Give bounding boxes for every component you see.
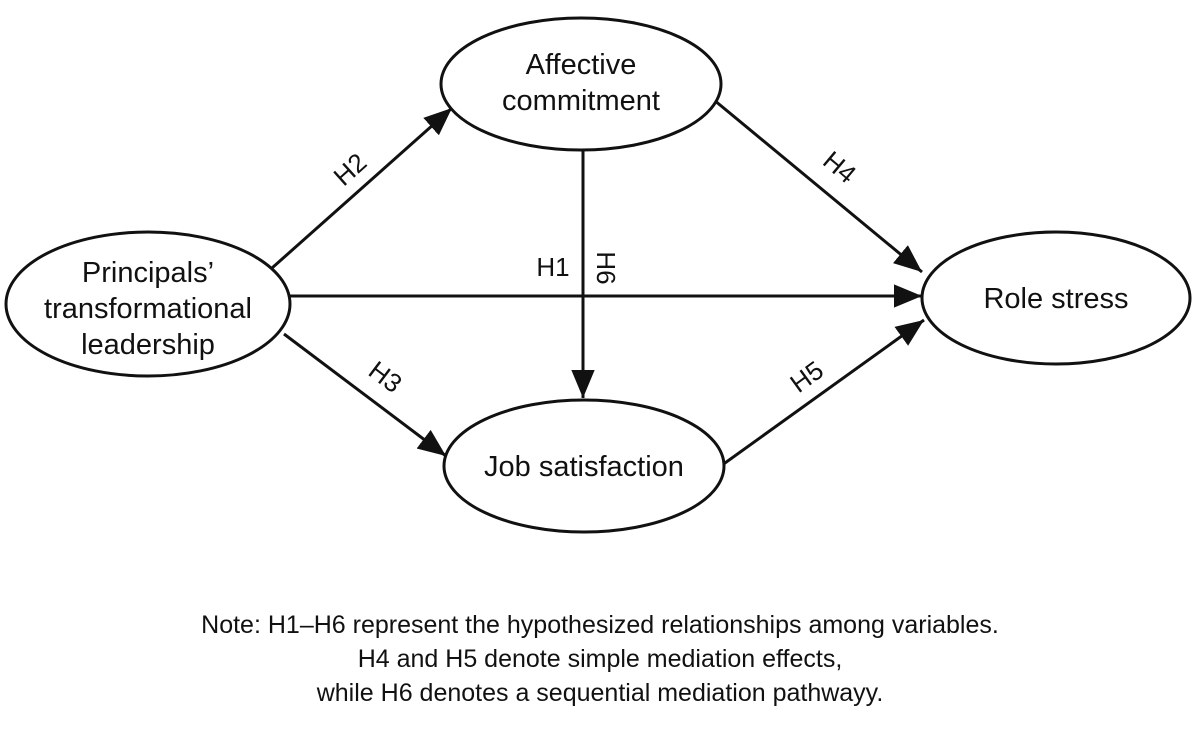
node-affective-commitment: Affective commitment [439, 16, 723, 152]
node-label-line: leadership [81, 329, 215, 361]
node-label-line: Principals’ [82, 257, 214, 289]
note-line: Note: H1–H6 represent the hypothesized r… [201, 611, 999, 639]
node-label-line: transformational [44, 293, 252, 325]
node-job-satisfaction: Job satisfaction [442, 398, 726, 534]
arrow-h5 [717, 318, 925, 470]
edge-label-h3: H3 [363, 355, 408, 399]
node-principals-leadership: Principals’ transformational leadership [4, 230, 292, 378]
node-label-line: Job satisfaction [484, 451, 684, 483]
arrow-h4 [713, 98, 923, 274]
note-line: H4 and H5 denote simple mediation effect… [357, 645, 843, 673]
edge-label-h1: H1 [536, 252, 569, 282]
node-label-line: commitment [502, 85, 660, 117]
arrow-h2 [271, 106, 453, 270]
node-role-stress: Role stress [920, 230, 1192, 366]
edge-label-h6: H6 [591, 251, 621, 284]
arrow-h3 [283, 332, 447, 458]
node-label-line: Role stress [983, 283, 1128, 315]
node-label-line: Affective [526, 49, 637, 81]
diagram-note: Note: H1–H6 represent the hypothesized r… [0, 608, 1200, 710]
edge-label-h4: H4 [817, 145, 862, 189]
note-line: while H6 denotes a sequential mediation … [316, 679, 884, 707]
